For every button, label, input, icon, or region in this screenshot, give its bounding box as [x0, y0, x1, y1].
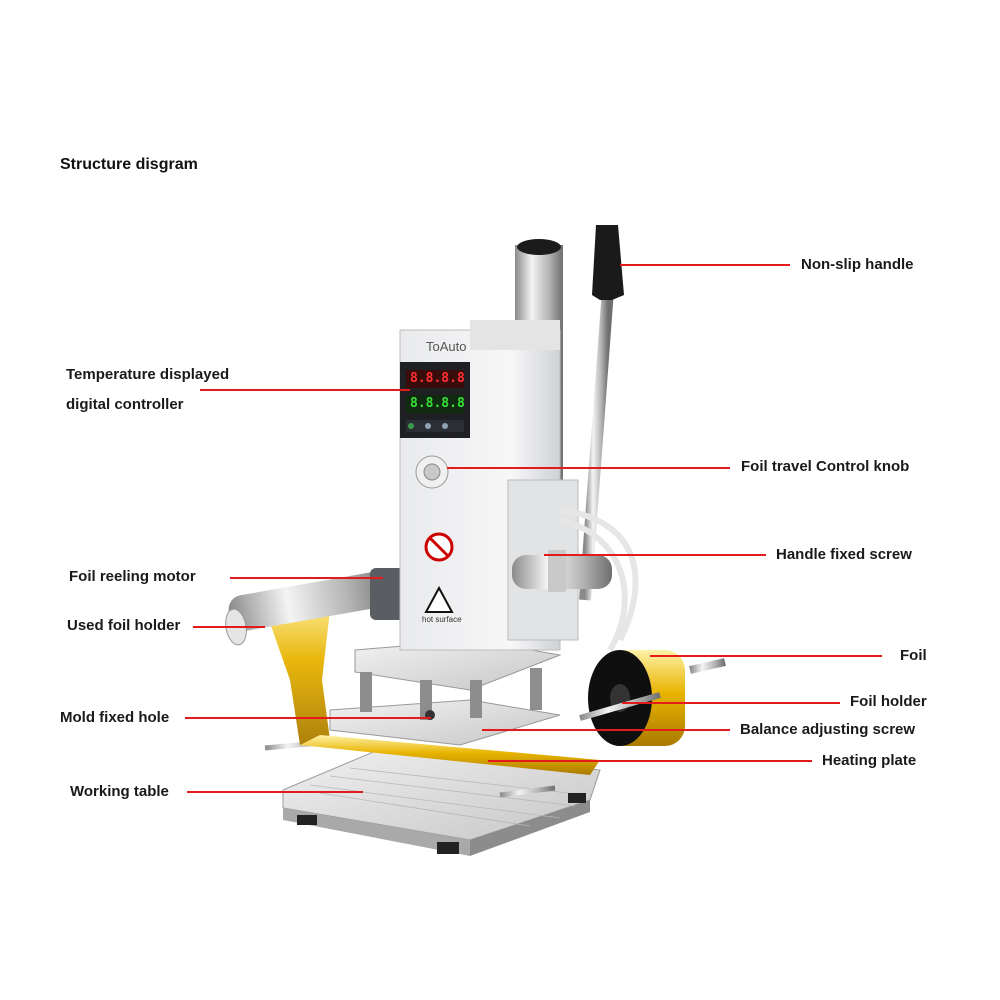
leader-heating-plate: [488, 760, 812, 762]
display-bottom-digits: 8.8.8.8: [410, 396, 465, 411]
label-non-slip-handle: Non-slip handle: [801, 256, 914, 273]
label-temp-controller-line2: digital controller: [66, 396, 184, 413]
label-foil-reeling-motor: Foil reeling motor: [69, 568, 196, 585]
leader-mold-fixed-hole: [185, 717, 431, 719]
cables: [559, 507, 639, 652]
label-heating-plate: Heating plate: [822, 752, 917, 769]
leader-non-slip-handle: [620, 264, 790, 266]
leader-balance-adjusting-screw: [482, 729, 730, 731]
working-table: [264, 739, 601, 856]
diagram-title: Structure disgram: [60, 156, 198, 173]
leader-foil-holder: [622, 702, 840, 704]
warning-text: hot surface: [422, 615, 462, 624]
label-temp-controller-line1: Temperature displayed: [66, 366, 230, 383]
leader-foil: [650, 655, 882, 657]
leader-used-foil-holder: [193, 626, 265, 628]
label-mold-fixed-hole: Mold fixed hole: [60, 709, 170, 726]
label-working-table: Working table: [70, 783, 169, 800]
leader-temp-controller: [200, 389, 410, 391]
label-foil-travel-knob: Foil travel Control knob: [741, 458, 910, 475]
temperature-controller: [400, 362, 470, 438]
foil-roll: [579, 650, 726, 746]
label-foil: Foil: [900, 647, 927, 664]
brand-text: ToAuto: [426, 339, 467, 354]
heating-assembly: [329, 639, 562, 746]
leader-foil-reeling-motor: [230, 577, 383, 579]
warning-stickers: [424, 532, 454, 613]
display-top-digits: 8.8.8.8: [410, 371, 465, 386]
label-balance-adjusting-screw: Balance adjusting screw: [740, 721, 916, 738]
leader-handle-fixed-screw: [544, 554, 766, 556]
leader-foil-travel-knob: [447, 467, 730, 469]
leader-working-table: [187, 791, 363, 793]
label-used-foil-holder: Used foil holder: [67, 617, 181, 634]
label-handle-fixed-screw: Handle fixed screw: [776, 546, 912, 563]
label-foil-holder: Foil holder: [850, 693, 927, 710]
foil-ribbon: [262, 590, 600, 775]
non-slip-handle: [512, 225, 624, 601]
foil-travel-knob: [415, 455, 449, 489]
